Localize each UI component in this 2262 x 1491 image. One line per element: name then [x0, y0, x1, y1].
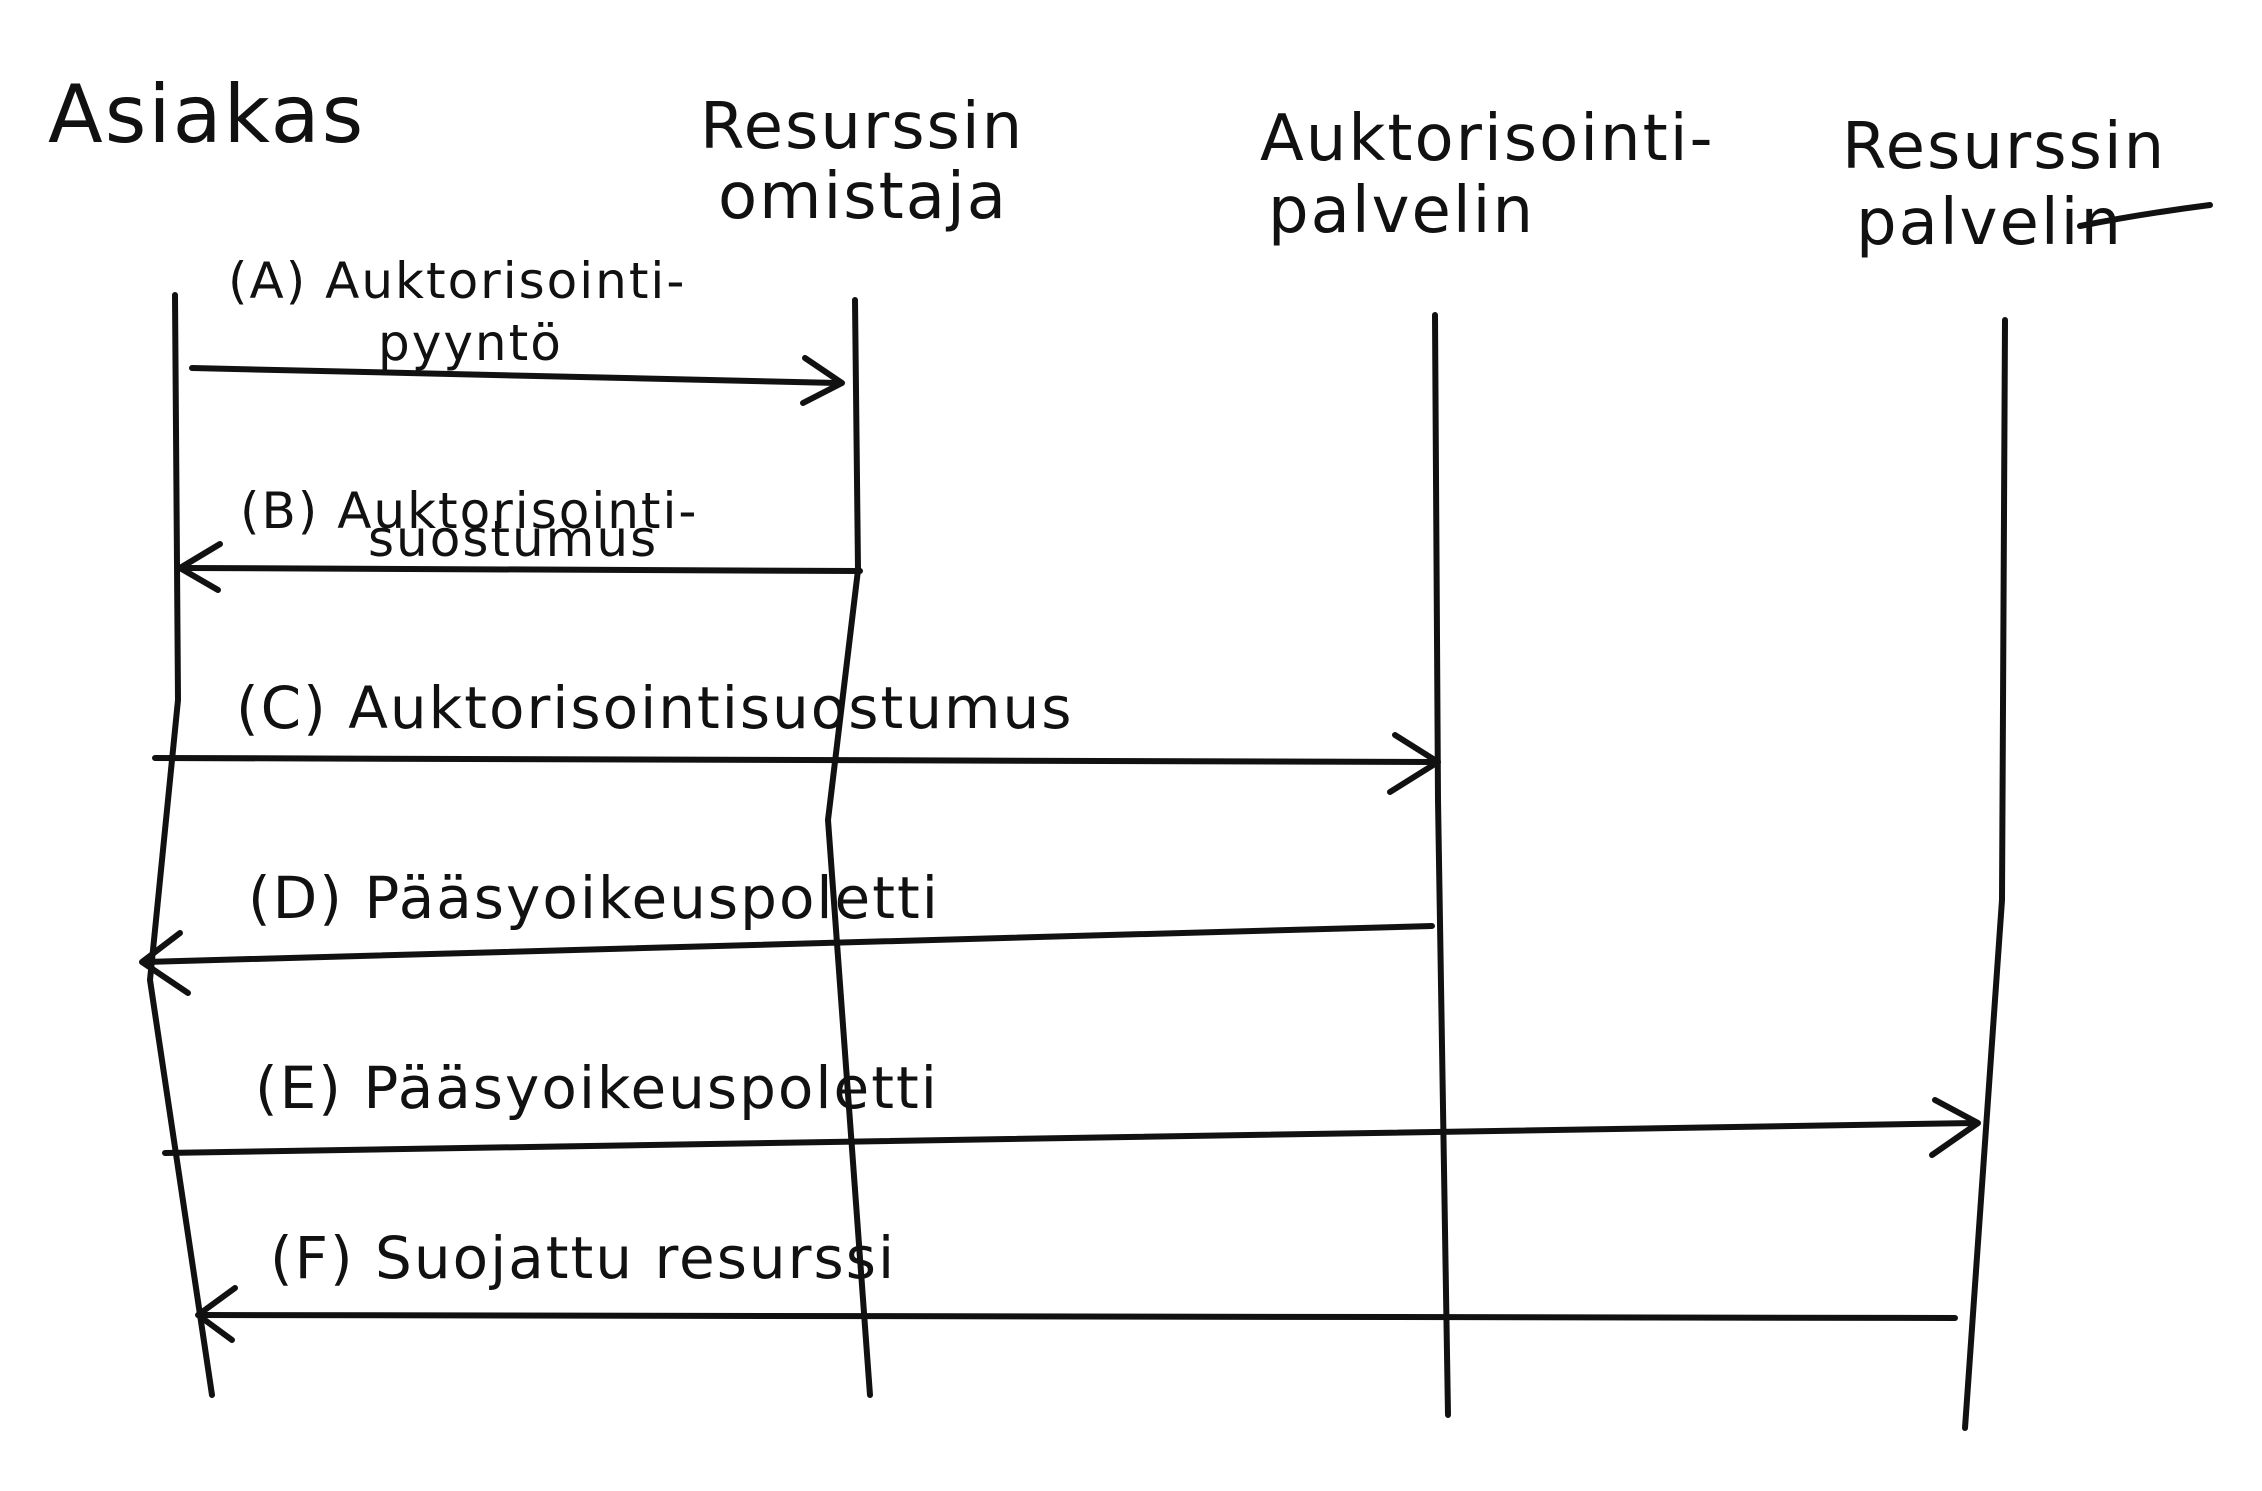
message-C: (C) Auktorisointisuostumus: [152, 674, 1441, 795]
message-C-arrow: [152, 755, 1438, 765]
message-F-arrow: [197, 1312, 1958, 1321]
message-A-label-line1: (A) Auktorisointi-: [228, 252, 686, 310]
message-E-arrowhead: [1929, 1097, 1981, 1158]
message-D-arrowhead: [139, 930, 191, 996]
message-A-arrow: [189, 365, 841, 386]
message-A-arrowhead: [800, 355, 845, 406]
message-B-label-line2: suostumus: [368, 510, 658, 568]
message-D: (D) Pääsyoikeuspoletti: [139, 864, 1435, 996]
participant-resource-server: Resurssin palvelin: [1842, 110, 2213, 260]
resource-server-label-flourish: [2077, 202, 2213, 229]
lifeline-authorization-server: [1432, 312, 1451, 1418]
participant-authorization-server-label-line2: palvelin: [1268, 174, 1535, 248]
participant-resource-owner-label-line1: Resurssin: [700, 90, 1024, 164]
message-C-label: (C) Auktorisointisuostumus: [236, 674, 1074, 742]
message-D-arrow: [142, 923, 1435, 965]
participant-resource-owner-label-line2: omistaja: [718, 160, 1008, 234]
participant-client: Asiakas: [48, 68, 365, 161]
message-B-arrowhead: [177, 541, 223, 593]
lifeline-resource-owner: [825, 297, 873, 1398]
participant-client-label: Asiakas: [48, 68, 365, 161]
message-E: (E) Pääsyoikeuspoletti: [162, 1054, 1981, 1158]
participant-resource-owner: Resurssin omistaja: [700, 90, 1024, 234]
message-B-arrow: [182, 565, 863, 574]
message-C-arrowhead: [1387, 732, 1441, 795]
message-A-label-line2: pyyntö: [378, 314, 563, 372]
participant-authorization-server: Auktorisointi- palvelin: [1260, 102, 1715, 248]
message-B-label-line1: (B) Auktorisointi-: [240, 482, 698, 540]
participant-resource-server-label-line1: Resurssin: [1842, 110, 2166, 184]
message-F-label: (F) Suojattu resurssi: [270, 1224, 896, 1292]
message-E-arrow: [162, 1120, 1978, 1156]
lifeline-client: [147, 292, 215, 1398]
message-B: (B) Auktorisointi- suostumus: [177, 482, 863, 593]
participant-resource-server-label-line2: palvelin: [1856, 186, 2123, 260]
message-F-arrowhead: [195, 1285, 238, 1343]
message-D-label: (D) Pääsyoikeuspoletti: [248, 864, 940, 932]
message-A: (A) Auktorisointi- pyyntö: [189, 252, 845, 406]
message-E-label: (E) Pääsyoikeuspoletti: [255, 1054, 939, 1122]
lifeline-resource-server: [1962, 317, 2008, 1431]
message-F: (F) Suojattu resurssi: [195, 1224, 1958, 1343]
participant-authorization-server-label-line1: Auktorisointi-: [1260, 102, 1715, 176]
